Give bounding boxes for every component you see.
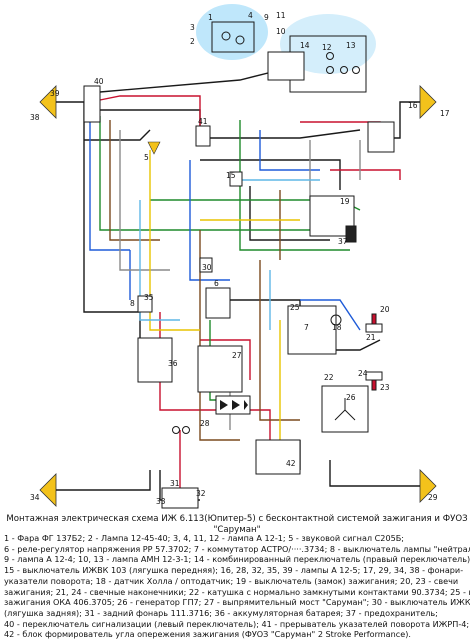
label-5: 5: [144, 153, 149, 162]
rectifier-27: [197, 345, 243, 393]
label-19: 19: [340, 197, 350, 206]
label-4: 4: [248, 11, 253, 20]
headlight-switch-block: [83, 85, 101, 123]
label-33: 33: [156, 497, 166, 506]
label-3: 3: [190, 23, 195, 32]
label-10: 10: [276, 27, 286, 36]
label-13: 13: [346, 41, 356, 50]
label-14: 14: [300, 41, 310, 50]
wires-lightblue: [139, 179, 320, 330]
label-25: 25: [290, 303, 300, 312]
turn-lamp-rear-left: [39, 473, 57, 507]
label-12: 12: [322, 43, 332, 52]
label-17: 17: [440, 109, 450, 118]
legend-line: 6 - реле-регулятор напряжения РР 57.3702…: [4, 543, 470, 554]
commutator-7: [287, 305, 337, 355]
wiring-diagram: 1 2 3 4 5 6 7 8 9 10 11 12 13 14 15 16 1…: [30, 4, 450, 509]
rear-light-31: [161, 487, 199, 509]
label-32: 32: [196, 489, 206, 498]
plug-cap-21: [365, 323, 383, 333]
label-34: 34: [30, 493, 40, 502]
label-41: 41: [198, 117, 208, 126]
legend-line: (лягушка задняя); 31 - задний фонарь 111…: [4, 607, 438, 618]
regulator-6: [205, 287, 231, 319]
label-36: 36: [168, 359, 178, 368]
legend-line: 1 - Фара ФГ 137Б2; 2 - Лампа 12-45-40; 3…: [4, 533, 405, 543]
generator-coil: [334, 398, 356, 421]
battery-36: [137, 337, 173, 383]
wires-yellow: [149, 150, 300, 460]
legend-line: зажигания ОКА 406.3705; 26 - генератор Г…: [4, 597, 470, 608]
label-38: 38: [30, 113, 40, 122]
fuse-37: [345, 225, 357, 243]
label-20: 20: [380, 305, 390, 314]
label-21: 21: [366, 333, 376, 342]
headlight-housing: [211, 21, 255, 53]
sensor-30: [199, 257, 213, 273]
lamps: [172, 31, 360, 434]
label-15: 15: [226, 171, 236, 180]
spark-plug-20: [371, 313, 377, 325]
label-6: 6: [214, 279, 219, 288]
label-27: 27: [232, 351, 242, 360]
label-8: 8: [130, 299, 135, 308]
switch-40-plate: [367, 121, 395, 153]
label-23: 23: [380, 383, 390, 392]
label-9: 9: [264, 13, 269, 22]
diagram-caption: Монтажная электрическая схема ИЖ 6.113(Ю…: [6, 514, 468, 535]
wires-brown: [109, 120, 300, 441]
label-31: 31: [170, 479, 180, 488]
label-7: 7: [304, 323, 309, 332]
label-2: 2: [190, 37, 195, 46]
switch-15: [229, 171, 243, 187]
legend-line: 40 - переключатель сигнализации (левый п…: [4, 618, 470, 629]
plug-cap-24: [365, 371, 383, 381]
label-40: 40: [94, 77, 104, 86]
label-18: 18: [332, 323, 342, 332]
switch-8: [137, 295, 153, 313]
legend-line: 42 - блок формирователь угла опережения …: [4, 629, 411, 640]
headlight-glow: [196, 4, 268, 60]
legend: 1 - Фара ФГ 137Б2; 2 - Лампа 12-45-40; 3…: [4, 533, 470, 640]
legend-line: 15 - выключатель ИЖВК 103 (лягушка перед…: [4, 565, 464, 576]
label-29: 29: [428, 493, 438, 502]
spark-plug-23: [371, 379, 377, 391]
legend-line: 9 - лампа А 12-4; 10, 13 - лампа АМН 12-…: [4, 554, 470, 565]
label-37: 37: [338, 237, 348, 246]
spark-plugs: [365, 313, 383, 391]
label-35: 35: [144, 293, 154, 302]
turn-lamp-front-right: [419, 85, 437, 119]
label-30: 30: [202, 263, 212, 272]
label-16: 16: [408, 101, 418, 110]
fuoz-42: [255, 439, 301, 475]
relay-block-41: [195, 125, 211, 147]
horn-icon: [147, 141, 161, 155]
label-1: 1: [208, 13, 213, 22]
legend-line: зажигания; 21, 24 - свечные наконечники;…: [4, 586, 470, 597]
label-24: 24: [358, 369, 368, 378]
label-28: 28: [200, 419, 210, 428]
label-42: 42: [286, 459, 296, 468]
label-39: 39: [50, 89, 60, 98]
diodes: [220, 400, 248, 410]
label-26: 26: [346, 393, 356, 402]
diagram-labels: 1 2 3 4 5 6 7 8 9 10 11 12 13 14 15 16 1…: [30, 11, 450, 506]
label-22: 22: [324, 373, 334, 382]
switch-14: [267, 51, 305, 81]
label-11: 11: [276, 11, 286, 20]
legend-line: указатели поворота; 18 - датчик Холла / …: [4, 575, 459, 586]
component-blocks: [83, 51, 395, 509]
wires-blue: [89, 110, 361, 331]
